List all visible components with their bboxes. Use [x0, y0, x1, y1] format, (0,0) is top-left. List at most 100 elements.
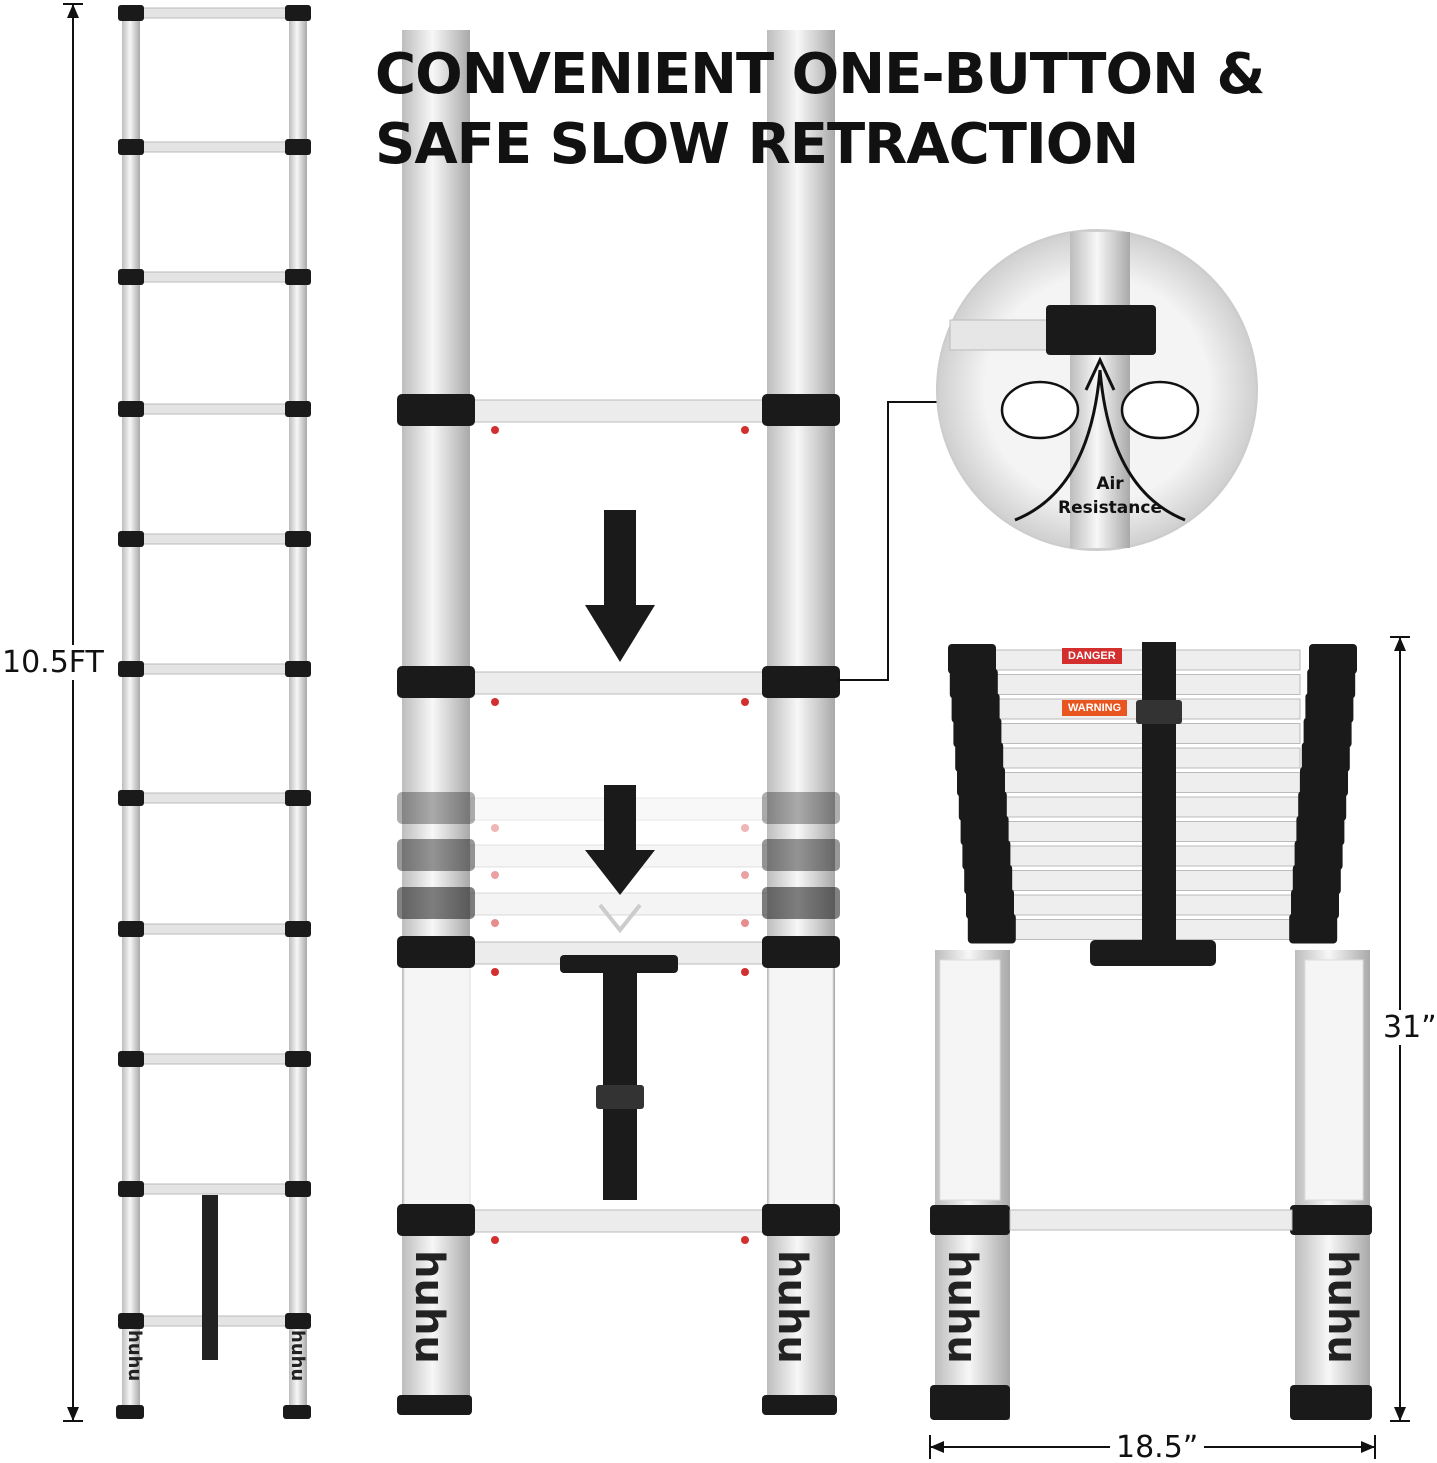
left-ladder-rung: [139, 663, 291, 675]
right-ladder-joint: [1291, 889, 1339, 919]
brand-logo-small-right: huhu: [287, 1330, 308, 1382]
left-ladder-joint: [118, 790, 144, 806]
right-ladder-sticker: [939, 959, 1001, 1201]
left-ladder-joint: [118, 269, 144, 285]
collapsed-height-label: 31”: [1383, 1010, 1437, 1045]
right-ladder-joint: [955, 742, 1004, 772]
mid-ladder-foot: [762, 1395, 837, 1415]
callout-connector: [838, 401, 938, 681]
right-ladder-bottom-joint: [930, 1205, 1010, 1235]
left-ladder-rung: [139, 1183, 291, 1195]
mid-ladder-ghost-joint: [397, 887, 475, 919]
mid-ladder-bottom-pin: [741, 1236, 749, 1244]
left-ladder-rung: [139, 7, 291, 19]
mid-ladder-top-rung: [469, 399, 769, 423]
mid-ladder-bottom-rung: [469, 1209, 769, 1233]
danger-label: DANGER: [1062, 648, 1122, 664]
left-ladder-joint: [118, 531, 144, 547]
chevron-down-icon: [598, 903, 642, 934]
right-ladder-joint: [951, 693, 1000, 723]
left-ladder-joint: [118, 1313, 144, 1329]
left-ladder-joint: [118, 921, 144, 937]
left-ladder-rung: [139, 792, 291, 804]
left-ladder-foot: [283, 1405, 311, 1419]
left-ladder-joint: [285, 790, 311, 806]
right-ladder-joint: [949, 668, 998, 699]
brand-logo-mid-left: huhu: [406, 1250, 452, 1364]
left-ladder-joint: [118, 5, 144, 21]
mid-ladder-lower-pin: [491, 968, 499, 976]
collapsed-height-line-arrow-bottom: [1394, 1407, 1406, 1421]
right-ladder-foot: [930, 1385, 1010, 1420]
left-ladder-joint: [118, 661, 144, 677]
left-ladder-joint: [118, 1051, 144, 1067]
down-arrow-icon: [585, 785, 655, 895]
left-ladder-rung: [139, 403, 291, 415]
air-cloud-icon: [1120, 380, 1200, 440]
mid-ladder-bottom-joint: [762, 1204, 840, 1236]
mid-ladder-ghost-pin: [741, 871, 749, 879]
mid-ladder-lower-pin: [741, 968, 749, 976]
width-arrow-left: [930, 1441, 944, 1453]
mid-ladder-top-joint: [762, 394, 840, 426]
mid-ladder-ghost-pin: [741, 824, 749, 832]
left-ladder-joint: [285, 531, 311, 547]
right-ladder-joint: [957, 766, 1005, 797]
mid-ladder-label-sticker: [403, 959, 471, 1211]
warning-label: WARNING: [1062, 700, 1128, 716]
mid-ladder-ghost-joint: [397, 839, 475, 871]
air-arrow-icon: [1084, 356, 1116, 391]
mid-ladder-strap-handle: [560, 955, 678, 973]
left-ladder-rail: [122, 8, 140, 1418]
air-label-line-1: Air: [1096, 474, 1124, 494]
width-label: 18.5”: [1110, 1430, 1205, 1463]
mid-ladder-lower-joint: [762, 936, 840, 968]
right-ladder-foot: [1290, 1385, 1372, 1420]
mid-ladder-ghost-pin: [491, 919, 499, 927]
brand-logo-right-right: huhu: [1319, 1250, 1365, 1364]
air-resistance-label: Air Resistance: [1040, 472, 1180, 520]
extended-height-line-arrow-top: [67, 4, 79, 18]
right-ladder-bottom-rung: [1009, 1209, 1293, 1231]
mid-ladder-lower-joint: [397, 936, 475, 968]
right-ladder-joint: [1303, 717, 1352, 748]
brand-logo-small-left: huhu: [124, 1330, 145, 1382]
right-ladder-joint: [960, 815, 1009, 846]
left-ladder-rail: [289, 8, 307, 1418]
mid-ladder-ghost-pin: [491, 824, 499, 832]
mid-ladder-middle-pin: [491, 698, 499, 706]
left-ladder-joint: [118, 139, 144, 155]
right-ladder-bottom-joint: [1290, 1205, 1372, 1235]
headline-line-2: SAFE SLOW RETRACTION: [375, 112, 1139, 177]
mid-ladder-ghost-joint: [397, 792, 475, 824]
headline-line-1: CONVENIENT ONE-BUTTON &: [375, 42, 1265, 107]
callout-joint: [1046, 305, 1156, 355]
mid-ladder-foot: [397, 1395, 472, 1415]
mid-ladder-ghost-joint: [762, 792, 840, 824]
mid-ladder-bottom-joint: [397, 1204, 475, 1236]
mid-ladder-top-pin: [491, 426, 499, 434]
mid-ladder-middle-pin: [741, 698, 749, 706]
brand-logo-mid-right: huhu: [769, 1250, 815, 1364]
mid-ladder-middle-rung: [469, 671, 769, 695]
right-ladder-joint: [1301, 742, 1350, 772]
mid-ladder-ghost-joint: [762, 887, 840, 919]
mid-ladder-middle-joint: [762, 666, 840, 698]
mid-ladder-ghost-rung: [469, 892, 769, 916]
callout-tube: [1070, 232, 1130, 548]
left-ladder-joint: [285, 139, 311, 155]
right-ladder-joint: [948, 644, 996, 674]
right-ladder-joint: [967, 913, 1016, 944]
right-ladder-joint: [953, 717, 1002, 748]
air-flow-lines: [1014, 369, 1186, 522]
left-ladder-rung: [139, 1053, 291, 1065]
left-ladder-rung: [139, 271, 291, 283]
right-ladder-joint: [1289, 913, 1338, 944]
left-ladder-strap: [202, 1195, 218, 1360]
right-ladder-joint: [1296, 815, 1345, 846]
brand-logo-right-left: huhu: [939, 1250, 985, 1364]
right-ladder-joint: [1309, 644, 1357, 674]
left-ladder-joint: [285, 661, 311, 677]
